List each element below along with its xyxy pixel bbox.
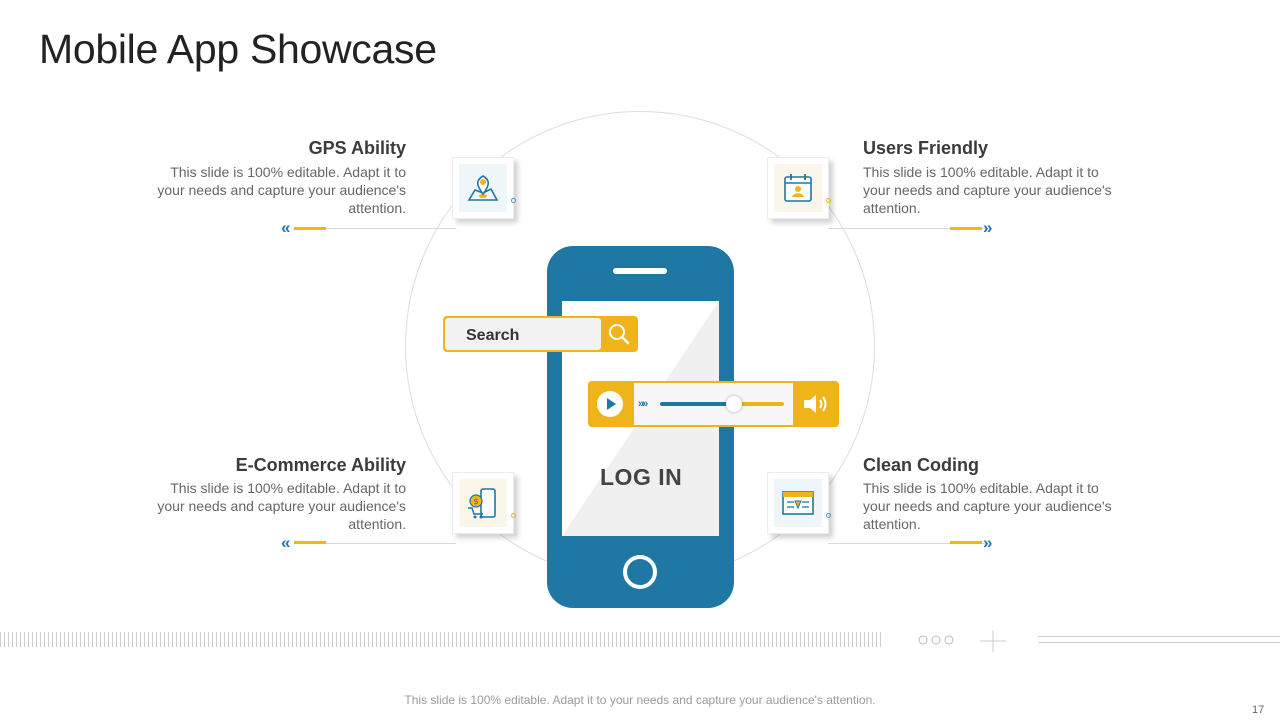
chevron-right-icon: » xyxy=(983,218,993,237)
play-button[interactable] xyxy=(597,391,623,417)
search-placeholder: Search xyxy=(466,327,520,344)
feature-desc-gps: This slide is 100% editable. Adapt it to… xyxy=(157,164,406,216)
chevron-right-icon: » xyxy=(983,533,993,552)
page-number: 17 xyxy=(1252,704,1265,716)
progress-fill xyxy=(660,402,734,406)
connector-line-top-left xyxy=(296,228,456,229)
decor-dot xyxy=(511,198,516,203)
mobile-shopping-icon: $ xyxy=(459,479,507,527)
phone-home-button[interactable] xyxy=(623,555,657,589)
accent-dash-bottom-right xyxy=(950,541,982,544)
feature-desc-ecommerce: This slide is 100% editable. Adapt it to… xyxy=(157,480,406,532)
volume-icon[interactable] xyxy=(802,392,830,416)
fast-forward-icon: »» xyxy=(638,398,648,410)
feature-title-gps: GPS Ability xyxy=(308,138,406,158)
chevron-left-icon: « xyxy=(281,533,291,552)
connector-line-bottom-right xyxy=(828,543,988,544)
connector-line-bottom-left xyxy=(296,543,456,544)
accent-dash-top-right xyxy=(950,227,982,230)
phone-mockup xyxy=(547,246,734,608)
progress-slider-handle[interactable] xyxy=(726,396,742,412)
feature-icon-box-gps xyxy=(452,157,516,219)
search-input[interactable]: Search xyxy=(445,318,601,350)
search-bar[interactable]: Search xyxy=(443,316,638,352)
decor-line xyxy=(1038,642,1280,643)
feature-title-clean-coding: Clean Coding xyxy=(863,455,979,475)
slide-title: Mobile App Showcase xyxy=(39,26,437,72)
decor-dot xyxy=(826,198,831,203)
media-player: »» xyxy=(588,381,839,427)
svg-text:$: $ xyxy=(473,497,478,506)
login-label[interactable]: LOG IN xyxy=(600,464,683,490)
decor-circles xyxy=(918,635,954,645)
feature-desc-users-friendly: This slide is 100% editable. Adapt it to… xyxy=(863,164,1112,216)
decor-dot xyxy=(826,513,831,518)
map-pin-icon xyxy=(459,164,507,212)
decor-plus xyxy=(980,630,1006,652)
feature-title-users-friendly: Users Friendly xyxy=(863,138,989,158)
play-icon xyxy=(607,398,616,410)
feature-icon-box-clean-coding xyxy=(767,472,831,534)
decor-dot xyxy=(511,513,516,518)
feature-icon-box-users-friendly xyxy=(767,157,831,219)
feature-desc-clean-coding: This slide is 100% editable. Adapt it to… xyxy=(863,480,1112,532)
chevron-left-icon: « xyxy=(281,218,291,237)
phone-speaker xyxy=(613,268,667,274)
feature-icon-box-ecommerce: $ xyxy=(452,472,516,534)
feature-title-ecommerce: E-Commerce Ability xyxy=(235,455,406,475)
search-icon[interactable] xyxy=(605,320,633,348)
calendar-user-icon xyxy=(774,164,822,212)
browser-code-icon xyxy=(774,479,822,527)
player-track: »» xyxy=(634,383,793,425)
connector-line-top-right xyxy=(828,228,988,229)
decor-line xyxy=(1038,636,1280,637)
footer-note: This slide is 100% editable. Adapt it to… xyxy=(404,693,876,707)
progress-remaining xyxy=(734,402,784,406)
decor-stripes xyxy=(0,632,882,647)
accent-dash-top-left xyxy=(294,227,326,230)
accent-dash-bottom-left xyxy=(294,541,326,544)
